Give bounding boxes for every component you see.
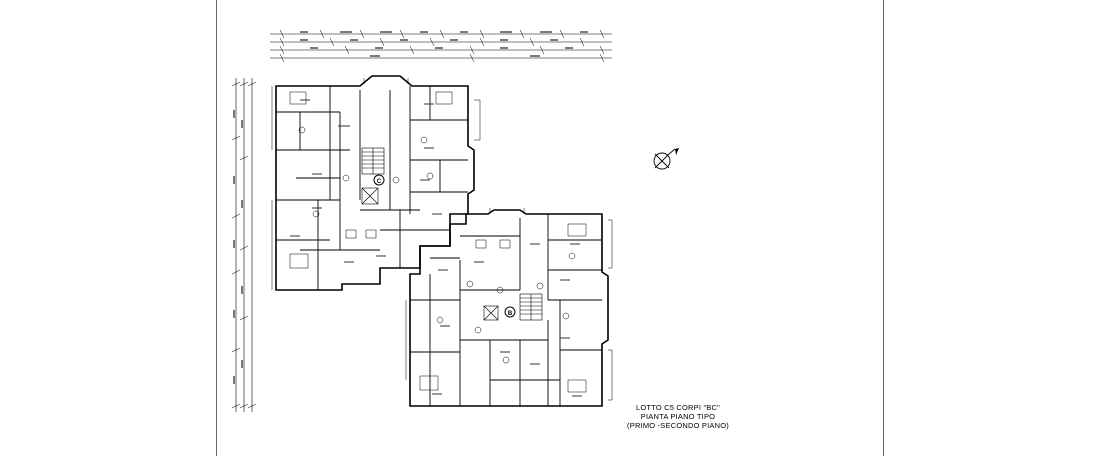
lower-block-outline — [409, 209, 609, 407]
lower-block-marker — [504, 306, 516, 318]
drawing-caption: LOTTO C5 CORPI "BC" PIANTA PIANO TIPO (P… — [598, 403, 758, 430]
upper-stair-core — [361, 147, 385, 205]
lower-block-label: B — [508, 311, 513, 317]
room-label-marks — [290, 99, 582, 397]
furniture-symbols — [289, 91, 587, 393]
upper-block-marker — [373, 174, 385, 186]
caption-line-floors: (PRIMO -SECONDO PIANO) — [627, 421, 729, 430]
north-arrow-icon — [653, 148, 679, 170]
lower-stair-core — [483, 293, 543, 321]
caption-line-plan: PIANTA PIANO TIPO — [640, 412, 716, 421]
left-dimension-chains — [231, 78, 257, 412]
upper-block-label: C — [377, 179, 382, 185]
drawing-sheet-frame — [216, 0, 884, 456]
caption-line-lot: LOTTO C5 CORPI "BC" — [635, 403, 720, 412]
balcony-lines — [271, 78, 613, 401]
upper-block-partitions — [276, 86, 468, 290]
lower-block-partitions — [410, 214, 602, 406]
top-dimension-chains — [270, 29, 612, 63]
